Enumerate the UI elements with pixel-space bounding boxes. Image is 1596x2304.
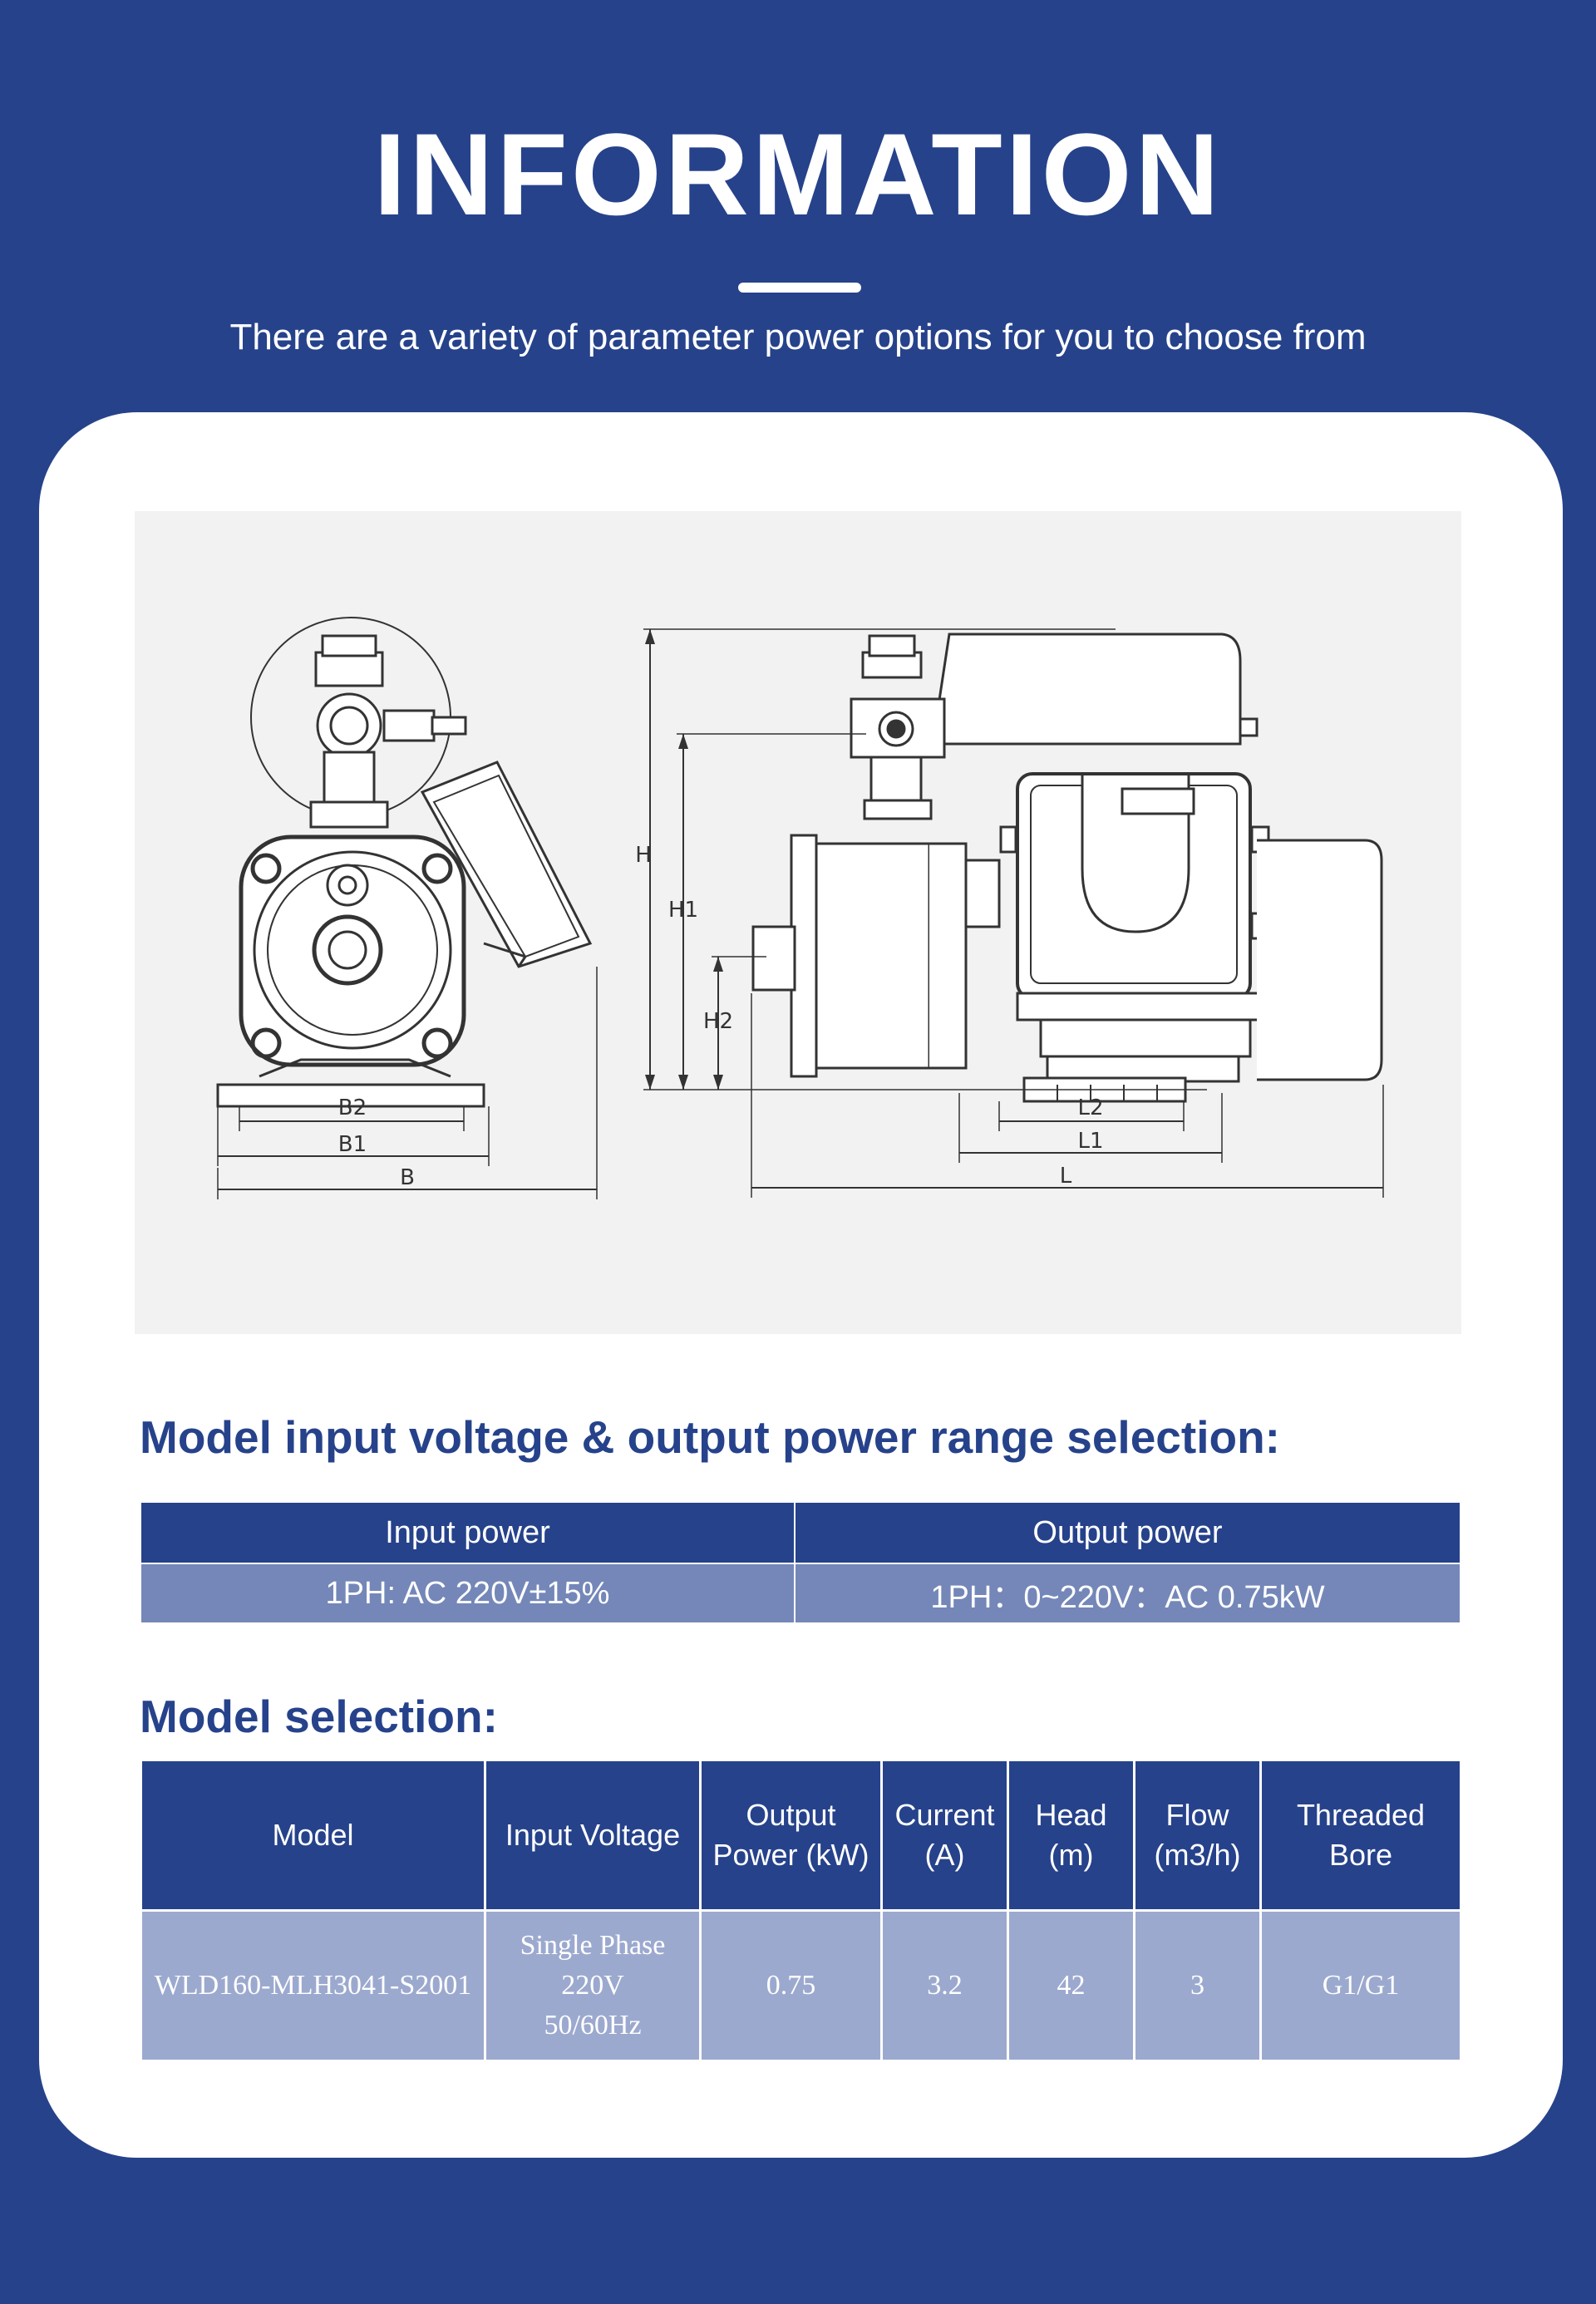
power-header-input: Input power: [140, 1501, 796, 1564]
header-current-line1: Current: [894, 1798, 995, 1832]
dim-label-b1: B1: [338, 1132, 367, 1157]
dim-label-l1: L1: [1077, 1129, 1103, 1154]
cell-head: 42: [1007, 1909, 1135, 2062]
power-cell-output: 1PH：0~220V：AC 0.75kW: [794, 1563, 1461, 1624]
power-header-output: Output power: [794, 1501, 1461, 1564]
cell-output-power-text: 0.75: [766, 1970, 816, 2001]
cell-output-power: 0.75: [699, 1909, 883, 2062]
header-model: Model: [140, 1759, 486, 1912]
header-flow: Flow (m3/h): [1133, 1759, 1262, 1912]
cell-current-text: 3.2: [927, 1970, 963, 2001]
power-section-title: Model input voltage & output power range…: [140, 1411, 1280, 1463]
pump-dimension-drawing: H H1 H2 B2 B1 B L2 L1 L: [135, 511, 1461, 1334]
page-title: INFORMATION: [373, 109, 1223, 239]
header-flow-line1: Flow: [1165, 1798, 1229, 1832]
table-row: WLD160-MLH3041-S2001 Single Phase 220V 50/…: [140, 1909, 1462, 2062]
header-current: Current (A): [880, 1759, 1009, 1912]
header-output-power-line2: Power (kW): [712, 1838, 869, 1872]
pump-front-view: [216, 617, 593, 1108]
header-head-line1: Head: [1035, 1798, 1107, 1832]
power-table-header-row: Input power Output power: [140, 1501, 1461, 1564]
dimension-labels: H H1 H2 B2 B1 B L2 L1 L: [338, 843, 1104, 1190]
header-head-line2: (m): [1048, 1838, 1094, 1872]
cell-input-voltage-line3: 50/60Hz: [544, 2010, 642, 2041]
cell-current: 3.2: [880, 1909, 1009, 2062]
power-cell-input: 1PH: AC 220V±15%: [140, 1563, 796, 1624]
dim-label-l: L: [1060, 1164, 1072, 1189]
header-threaded-bore-line1: Threaded: [1296, 1798, 1426, 1832]
header-current-line2: (A): [924, 1838, 965, 1872]
dim-label-l2: L2: [1077, 1095, 1103, 1120]
cell-input-voltage-line1: Single Phase: [520, 1930, 666, 1961]
cell-model-text: WLD160-MLH3041-S2001: [154, 1970, 472, 2001]
header-head: Head (m): [1007, 1759, 1135, 1912]
header-threaded-bore-line2: Bore: [1328, 1838, 1393, 1872]
dim-label-h: H: [635, 843, 652, 868]
title-underline: [738, 283, 861, 293]
header-input-voltage-text: Input Voltage: [505, 1818, 681, 1852]
model-section-title: Model selection:: [140, 1691, 498, 1742]
dim-label-h2: H2: [703, 1009, 733, 1034]
table-row: 1PH: AC 220V±15% 1PH：0~220V：AC 0.75kW: [140, 1563, 1461, 1624]
header-flow-line2: (m3/h): [1154, 1838, 1241, 1872]
header-output-power-line1: Output: [746, 1798, 836, 1832]
cell-input-voltage-line2: 220V: [561, 1970, 624, 2001]
header-input-voltage: Input Voltage: [484, 1759, 702, 1912]
dim-label-b2: B2: [338, 1095, 367, 1120]
dimension-lines: [217, 628, 1384, 1199]
cell-head-text: 42: [1057, 1970, 1086, 2001]
dim-label-h1: H1: [668, 898, 698, 923]
cell-model: WLD160-MLH3041-S2001: [140, 1909, 486, 2062]
cell-flow: 3: [1133, 1909, 1262, 2062]
page-subtitle: There are a variety of parameter power o…: [229, 317, 1367, 357]
cell-input-voltage: Single Phase 220V 50/60Hz: [484, 1909, 702, 2062]
dim-label-b: B: [400, 1165, 415, 1190]
header-model-text: Model: [272, 1818, 354, 1852]
power-table: Input power Output power 1PH: AC 220V±15…: [140, 1501, 1461, 1624]
pump-side-view: [751, 633, 1383, 1103]
cell-threaded-bore-text: G1/G1: [1322, 1970, 1400, 2001]
cell-flow-text: 3: [1190, 1970, 1204, 2001]
cell-threaded-bore: G1/G1: [1259, 1909, 1462, 2062]
